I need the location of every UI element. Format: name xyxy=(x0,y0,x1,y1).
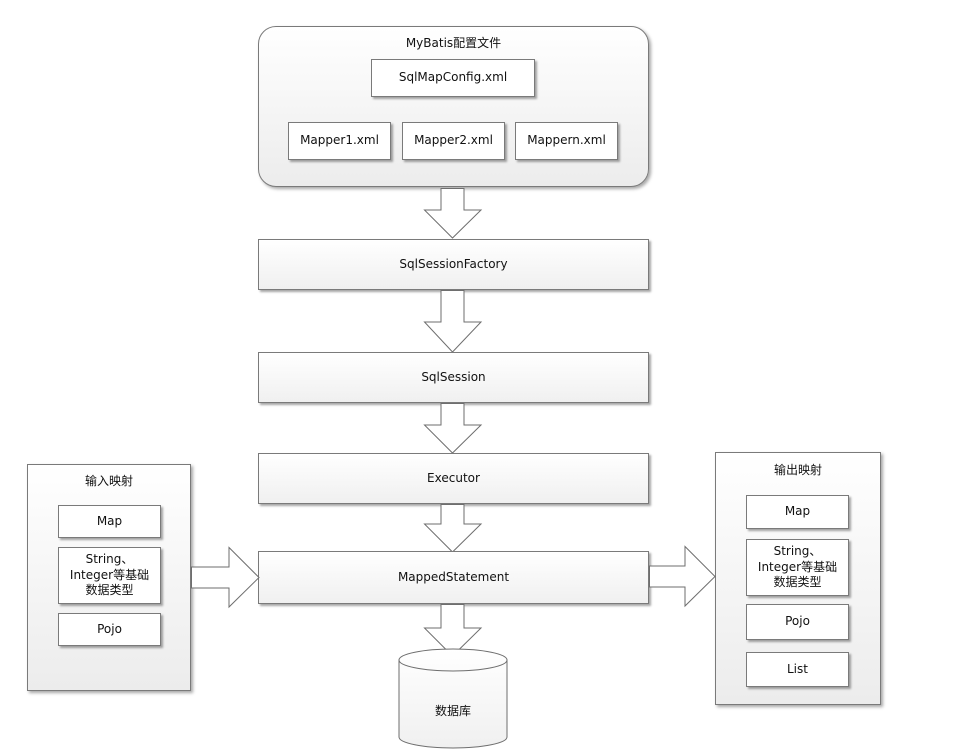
down-arrow-icon xyxy=(423,290,483,353)
mapper2-box: Mapper2.xml xyxy=(402,122,505,160)
input-pojo-box: Pojo xyxy=(58,613,161,646)
down-arrow-icon xyxy=(423,504,483,553)
right-arrow-icon xyxy=(191,546,260,609)
input-basic-types-box: String、 Integer等基础 数据类型 xyxy=(58,547,161,604)
database-icon xyxy=(398,648,508,749)
mappern-box: Mappern.xml xyxy=(515,122,618,160)
output-list-box: List xyxy=(746,652,849,687)
mappedstatement-box: MappedStatement xyxy=(258,551,649,604)
right-arrow-icon xyxy=(649,545,716,608)
input-mapping-title: 输入映射 xyxy=(84,474,133,488)
input-mapping-container: 输入映射 xyxy=(27,464,191,691)
output-map-box: Map xyxy=(746,495,849,529)
sqlmapconfig-box: SqlMapConfig.xml xyxy=(371,59,535,97)
input-map-box: Map xyxy=(58,505,161,538)
mapper1-box: Mapper1.xml xyxy=(288,122,391,160)
sqlsession-box: SqlSession xyxy=(258,352,649,403)
down-arrow-icon xyxy=(423,604,483,657)
executor-box: Executor xyxy=(258,453,649,504)
sqlsessionfactory-box: SqlSessionFactory xyxy=(258,239,649,290)
config-container: MyBatis配置文件 xyxy=(258,26,649,187)
database-label: 数据库 xyxy=(434,704,471,718)
output-mapping-title: 输出映射 xyxy=(773,463,822,477)
output-pojo-box: Pojo xyxy=(746,604,849,640)
output-basic-types-box: String、 Integer等基础 数据类型 xyxy=(746,539,849,596)
config-title: MyBatis配置文件 xyxy=(405,36,502,50)
down-arrow-icon xyxy=(423,403,483,454)
down-arrow-icon xyxy=(423,188,483,239)
